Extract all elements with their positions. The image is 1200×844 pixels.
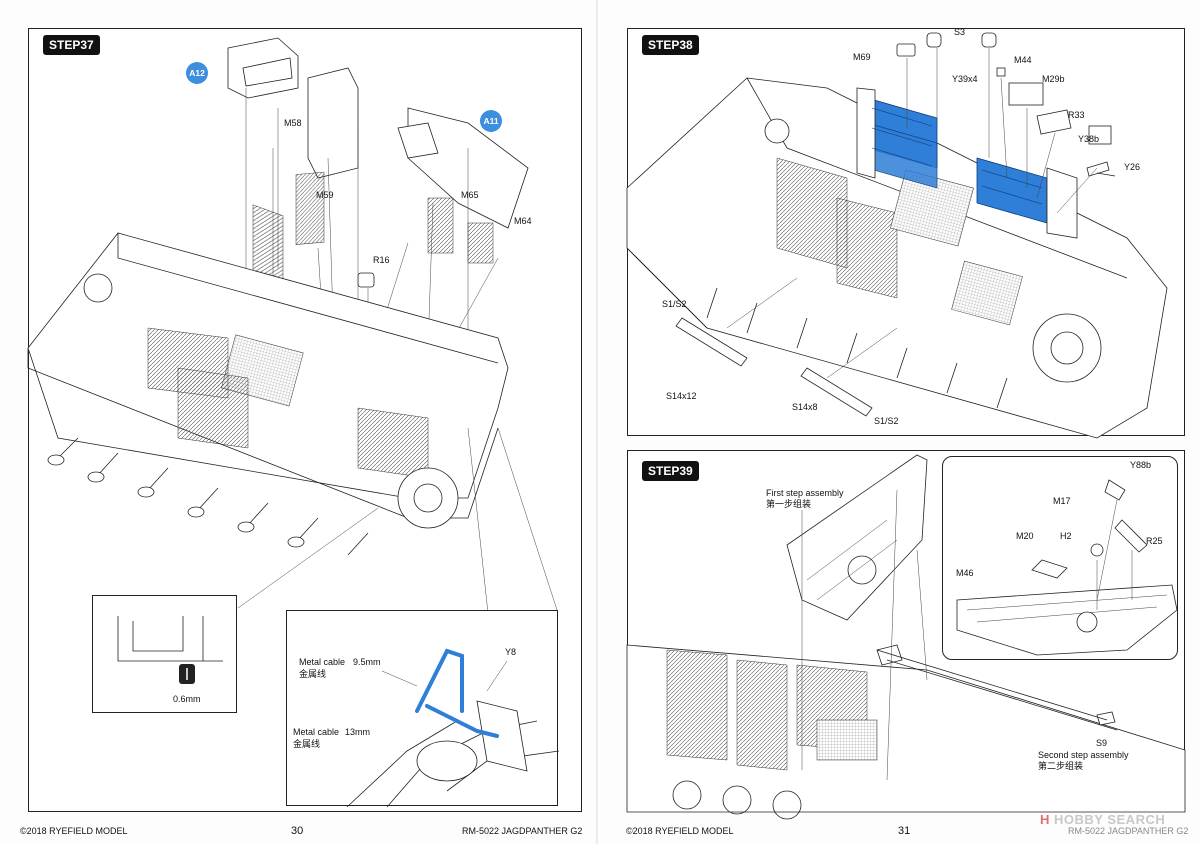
- first-step-label-en: First step assembly: [766, 488, 844, 498]
- footer-model-right: RM-5022 JAGDPANTHER G2: [1068, 826, 1189, 836]
- part-label-S1S2-bottom: S1/S2: [874, 416, 899, 426]
- part-label-H2: H2: [1060, 531, 1072, 541]
- second-step-label-cn: 第二步组装: [1038, 761, 1084, 771]
- footer-copyright-right: ©2018 RYEFIELD MODEL: [626, 826, 734, 836]
- part-label-M17: M17: [1053, 496, 1071, 506]
- part-label-Y88b: Y88b: [1130, 460, 1152, 470]
- cable-callout-2-label: Metal cable: [293, 727, 340, 737]
- part-label-Y39x4: Y39x4: [952, 74, 978, 84]
- step38-hull-drawing: [626, 32, 1168, 439]
- watermark: H HOBBY SEARCH: [1040, 812, 1165, 827]
- step39-title: STEP39: [642, 461, 699, 481]
- part-label-M20: M20: [1016, 531, 1034, 541]
- cable-callout-1-cn: 金属线: [299, 669, 327, 679]
- part-label-Y8: Y8: [505, 647, 517, 657]
- part-label-Y38b: Y38b: [1078, 134, 1100, 144]
- part-label-S9: S9: [1096, 738, 1108, 748]
- cable-callout-1-size: 9.5mm: [353, 657, 381, 667]
- footer-model-left: RM-5022 JAGDPANTHER G2: [462, 826, 583, 836]
- part-label-R25: R25: [1146, 536, 1163, 546]
- book-gutter: [596, 0, 604, 844]
- part-label-M58: M58: [284, 118, 302, 128]
- part-label-R16: R16: [373, 255, 390, 265]
- badge-A11: A11: [480, 110, 502, 132]
- step38-title: STEP38: [642, 35, 699, 55]
- second-step-label-en: Second step assembly: [1038, 750, 1129, 760]
- part-label-M65: M65: [461, 190, 479, 200]
- first-step-label-cn: 第一步组装: [766, 499, 812, 509]
- part-label-M29b: M29b: [1042, 74, 1065, 84]
- part-label-M69: M69: [853, 52, 871, 62]
- part-label-M44: M44: [1014, 55, 1032, 65]
- page-number-30: 30: [291, 825, 304, 837]
- part-label-S14x8: S14x8: [792, 402, 818, 412]
- page-number-31: 31: [898, 825, 911, 837]
- inset-detail-cable: Metal cable 9.5mm 金属线 Metal cable 13mm 金…: [286, 610, 560, 808]
- badge-A12: A12: [186, 62, 208, 84]
- page-31: STEP38: [602, 0, 1200, 844]
- cable-callout-2-cn: 金属线: [293, 739, 321, 749]
- part-label-S14x12: S14x12: [666, 391, 697, 401]
- step37-hull-drawing: [27, 37, 559, 614]
- part-label-M46: M46: [956, 568, 974, 578]
- cable-callout-1-label: Metal cable: [299, 657, 346, 667]
- part-label-S3: S3: [954, 27, 966, 37]
- part-label-M64: M64: [514, 216, 532, 226]
- inset-dimension: 0.6mm: [173, 694, 201, 704]
- inset-small-drawing: [117, 616, 223, 684]
- part-label-Y26: Y26: [1124, 162, 1141, 172]
- part-label-M59: M59: [316, 190, 334, 200]
- inset-cable-drawing: [346, 648, 560, 808]
- page-30: STEP37: [0, 0, 598, 844]
- watermark-text: HOBBY SEARCH: [1054, 812, 1166, 827]
- step37-title: STEP37: [43, 35, 100, 55]
- cable-callout-2-size: 13mm: [345, 727, 371, 737]
- part-label-S1S2-top: S1/S2: [662, 299, 687, 309]
- watermark-prefix: H: [1040, 812, 1050, 827]
- step39-drawing: [626, 454, 1186, 820]
- inset-detail-small: 0.6mm: [92, 595, 237, 713]
- footer-copyright-left: ©2018 RYEFIELD MODEL: [20, 826, 128, 836]
- part-label-R33: R33: [1068, 110, 1085, 120]
